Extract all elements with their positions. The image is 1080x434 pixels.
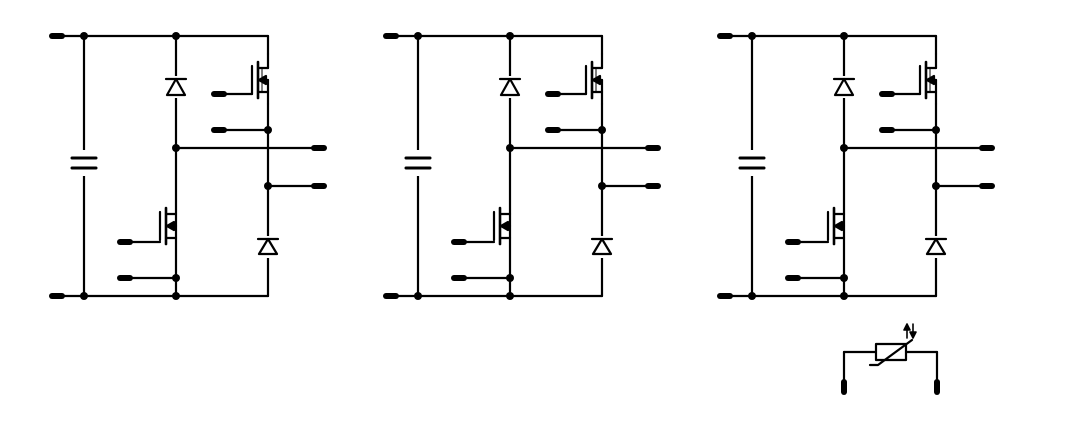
high-side-diode [164, 76, 188, 98]
high-side-diode [498, 76, 522, 98]
junction-dot [506, 274, 514, 282]
junction-dot [506, 292, 514, 300]
junction-dot [840, 274, 848, 282]
module-1 [49, 32, 327, 300]
high-side-diode [832, 76, 856, 98]
low-side-mosfet [456, 206, 512, 246]
junction-dots [80, 32, 272, 300]
thermistor-slash [868, 338, 914, 367]
module-3 [717, 32, 995, 300]
junction-dot [932, 126, 940, 134]
junction-dot [840, 292, 848, 300]
junction-dot [932, 182, 940, 190]
terminal-pins [383, 33, 661, 299]
terminal-pins [49, 33, 327, 299]
junction-dot [414, 292, 422, 300]
dc-link-capacitor [404, 150, 432, 176]
junction-dot [598, 126, 606, 134]
terminal-pins [717, 33, 995, 299]
high-side-mosfet [884, 52, 938, 106]
module-2 [383, 32, 661, 300]
ntc-thermistor [841, 323, 940, 395]
junction-dots [748, 32, 940, 300]
junction-dot [80, 292, 88, 300]
junction-dot [840, 144, 848, 152]
junction-dot [172, 274, 180, 282]
terminal-pins [841, 379, 940, 395]
junction-dot [506, 144, 514, 152]
junction-dot [748, 292, 756, 300]
junction-dots [414, 32, 606, 300]
dc-link-capacitor [70, 150, 98, 176]
low-side-diode [256, 236, 280, 258]
junction-dot [840, 32, 848, 40]
temperature-arrows-icon [903, 323, 917, 339]
junction-dot [506, 32, 514, 40]
junction-dot [264, 182, 272, 190]
junction-dot [172, 292, 180, 300]
junction-dot [414, 32, 422, 40]
junction-dot [172, 144, 180, 152]
junction-dot [264, 126, 272, 134]
low-side-diode [924, 236, 948, 258]
dc-link-capacitor [738, 150, 766, 176]
junction-dot [598, 182, 606, 190]
junction-dot [172, 32, 180, 40]
junction-dot [748, 32, 756, 40]
junction-dot [80, 32, 88, 40]
low-side-diode [590, 236, 614, 258]
